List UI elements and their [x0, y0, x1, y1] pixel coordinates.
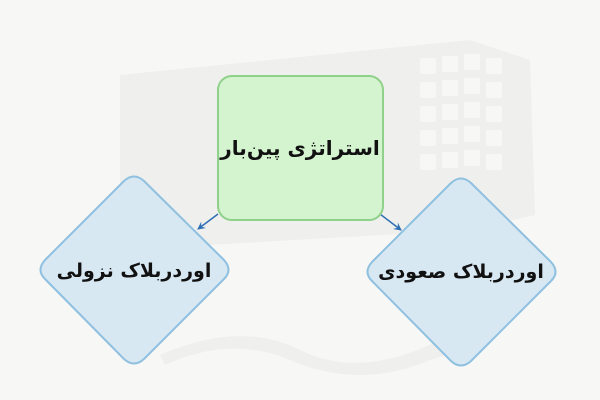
node-shape — [217, 75, 384, 221]
node-label: اوردربلاک صعودی — [378, 261, 544, 283]
node-bullish-orderblock[interactable]: اوردربلاک صعودی — [366, 177, 557, 367]
node-label: استراتژی پین‌بار — [219, 136, 379, 161]
node-label: اوردربلاک نزولی — [57, 260, 212, 282]
node-shape — [366, 177, 557, 367]
node-shape — [39, 175, 230, 365]
node-bearish-orderblock[interactable]: اوردربلاک نزولی — [39, 175, 230, 365]
node-pinbar-strategy[interactable]: استراتژی پین‌بار — [217, 75, 384, 221]
connector-root-to-left — [197, 213, 219, 230]
connector-root-to-right — [379, 213, 402, 231]
